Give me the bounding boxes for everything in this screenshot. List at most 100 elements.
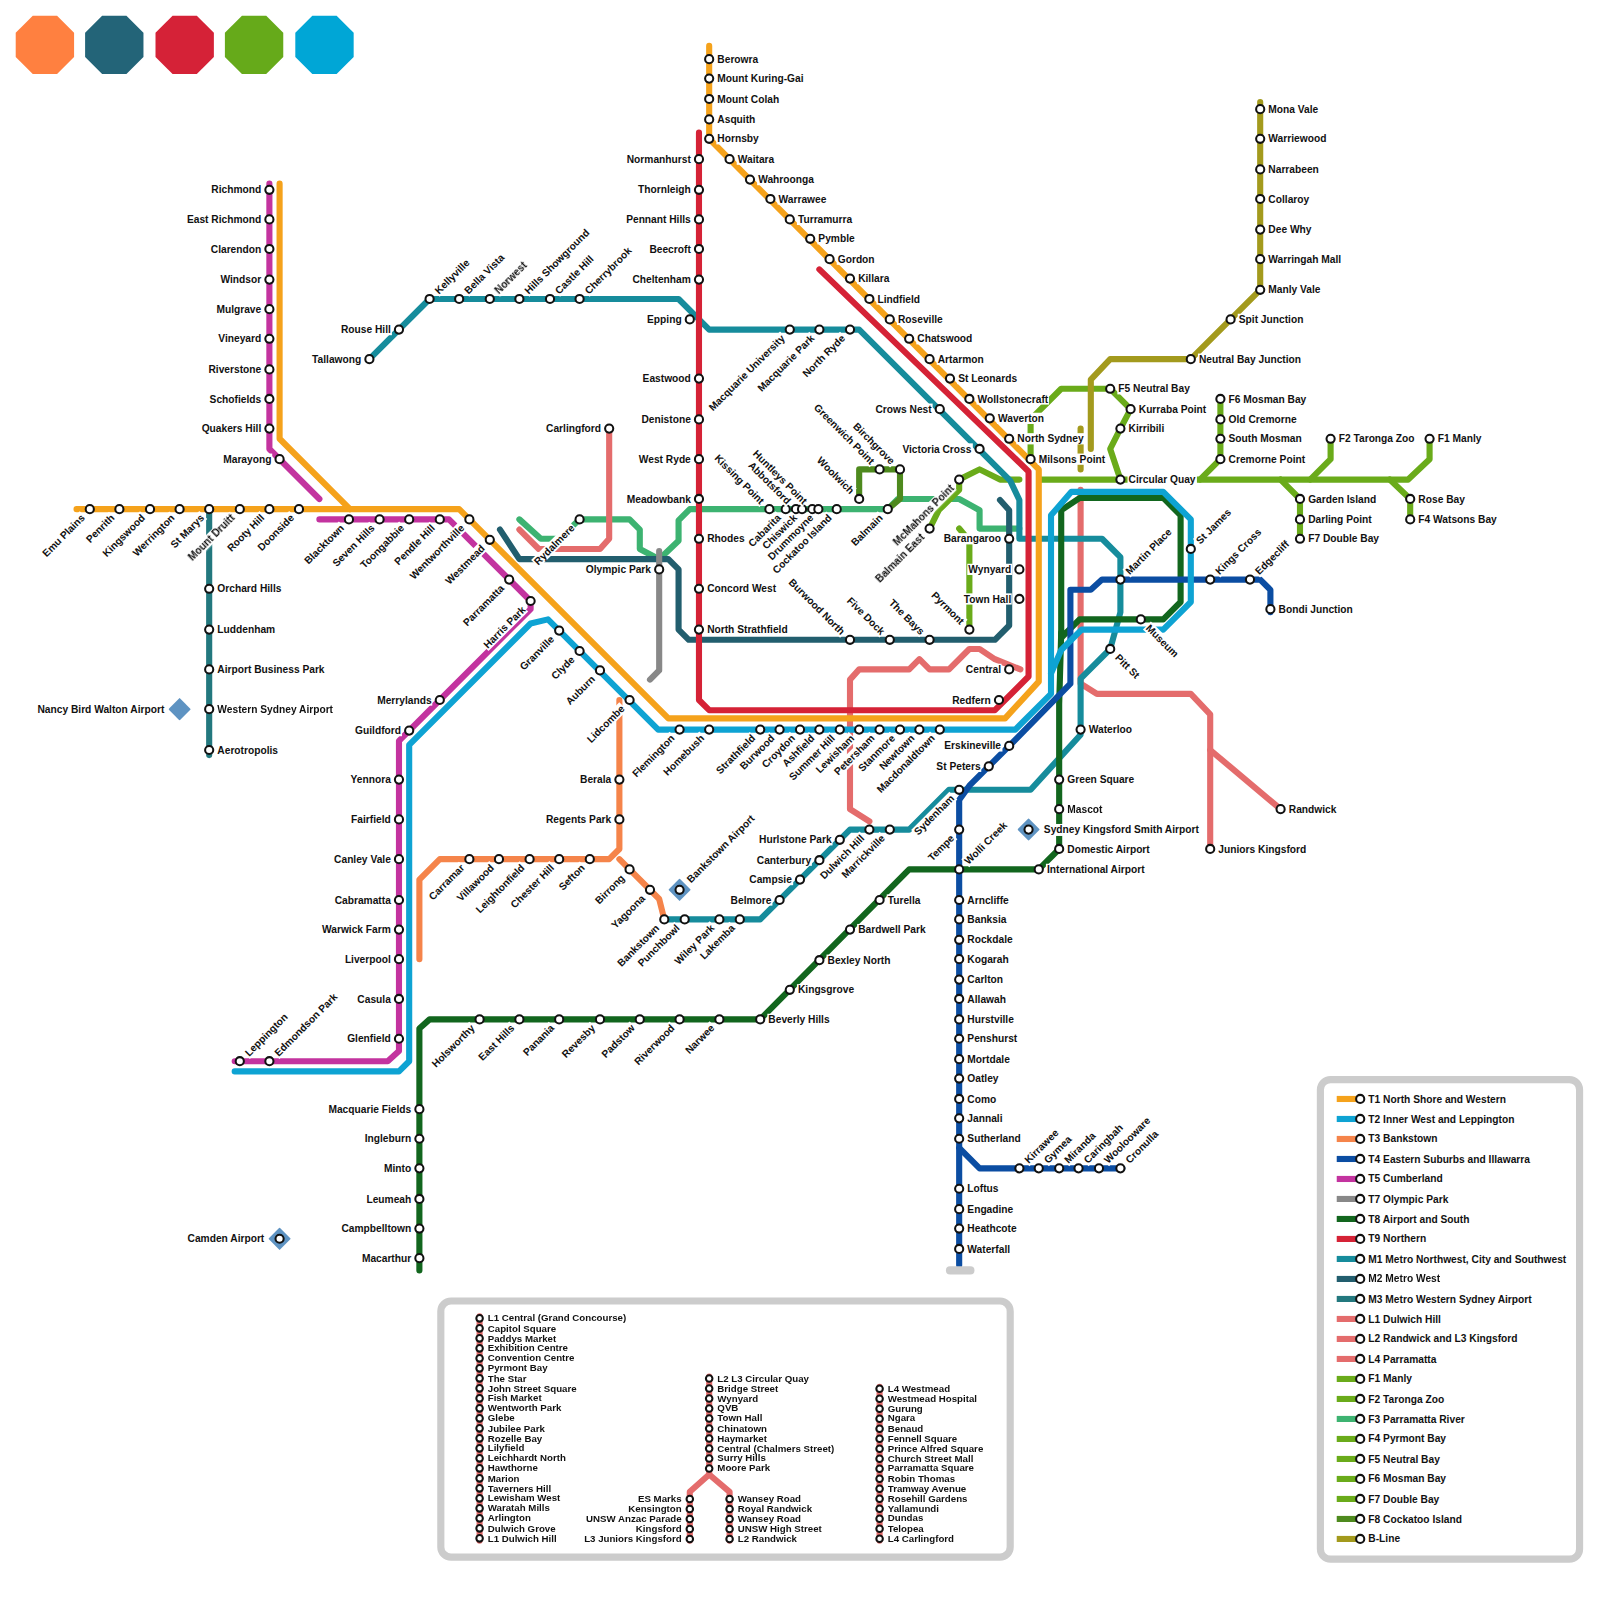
legend-text: F7 Double Bay bbox=[1367, 1493, 1440, 1504]
station-dot bbox=[395, 776, 403, 784]
station-dot bbox=[965, 395, 973, 403]
station-dot bbox=[345, 515, 353, 523]
station-dot bbox=[276, 455, 284, 463]
station-label: Casula bbox=[356, 993, 392, 1004]
station-dot bbox=[876, 1535, 883, 1542]
station-dot bbox=[176, 505, 184, 513]
station-dot bbox=[726, 1526, 733, 1533]
station-dot bbox=[955, 865, 963, 873]
station-dot bbox=[395, 896, 403, 904]
station-label: Holsworthy bbox=[429, 1022, 478, 1071]
station-label: Collaroy bbox=[1267, 193, 1310, 204]
stop-label: Arlington bbox=[488, 1513, 531, 1523]
station-dot bbox=[681, 915, 689, 923]
station-dot bbox=[706, 1455, 713, 1462]
station-dot bbox=[766, 195, 774, 203]
station-label: Riverwood bbox=[631, 1022, 677, 1068]
station-dot bbox=[1055, 1164, 1063, 1172]
station-label: South Mosman bbox=[1228, 433, 1303, 444]
legend-dot bbox=[1356, 1235, 1364, 1243]
panel-frame bbox=[441, 1301, 1010, 1557]
station-label: Balmain bbox=[848, 511, 885, 548]
station-dot bbox=[1024, 826, 1032, 834]
station-dot bbox=[395, 955, 403, 963]
station-label: Roseville bbox=[897, 314, 944, 325]
station-label: Clyde bbox=[548, 653, 577, 682]
legend-text: T5 Cumberland bbox=[1367, 1173, 1443, 1184]
station-dot bbox=[265, 395, 273, 403]
stop-label: UNSW Anzac Parade bbox=[586, 1514, 682, 1524]
station-label: Rhodes bbox=[706, 533, 745, 544]
station-dot bbox=[1266, 605, 1274, 613]
stop-label: Fennell Square bbox=[888, 1434, 957, 1444]
stop-label: Tramway Avenue bbox=[888, 1484, 966, 1494]
station-dot bbox=[476, 1315, 483, 1322]
airport-label: Bankstown Airport bbox=[684, 812, 758, 886]
station-dot bbox=[476, 1325, 483, 1332]
airport-label: Camden Airport bbox=[187, 1233, 266, 1244]
station-dot bbox=[476, 1525, 483, 1532]
station-label: Fairfield bbox=[350, 814, 392, 825]
legend-dot bbox=[1356, 1415, 1364, 1423]
station-label: Vineyard bbox=[217, 333, 262, 344]
station-dot bbox=[876, 1505, 883, 1512]
station-label: Normanhurst bbox=[626, 154, 692, 165]
station-dot bbox=[265, 424, 273, 432]
station-dot bbox=[1005, 665, 1013, 673]
station-dot bbox=[776, 726, 784, 734]
station-label: Rose Bay bbox=[1417, 493, 1466, 504]
station-dot bbox=[395, 815, 403, 823]
station-label: Pyrmont bbox=[929, 589, 968, 628]
station-dot bbox=[505, 576, 513, 584]
station-dot bbox=[706, 1395, 713, 1402]
station-dot bbox=[846, 274, 854, 282]
station-dot bbox=[476, 1445, 483, 1452]
station-dot bbox=[687, 1536, 694, 1543]
station-label: Martin Place bbox=[1123, 526, 1175, 578]
station-dot bbox=[415, 1224, 423, 1232]
station-label: Turramurra bbox=[797, 214, 853, 225]
route-line bbox=[1281, 480, 1300, 539]
station-dot bbox=[886, 826, 894, 834]
station-dot bbox=[1055, 776, 1063, 784]
station-dot bbox=[515, 295, 523, 303]
station-label: Campbelltown bbox=[340, 1223, 412, 1234]
stop-label: Leichhardt North bbox=[488, 1453, 566, 1463]
legend-dot bbox=[1356, 1435, 1364, 1443]
station-label: Concord West bbox=[706, 583, 777, 594]
station-dot bbox=[1127, 405, 1135, 413]
station-dot bbox=[815, 856, 823, 864]
station-dot bbox=[1015, 1164, 1023, 1172]
station-dot bbox=[815, 956, 823, 964]
station-label: Turella bbox=[887, 894, 922, 905]
route-line bbox=[850, 649, 1020, 821]
legend-text: F1 Manly bbox=[1367, 1373, 1413, 1384]
station-dot bbox=[815, 726, 823, 734]
station-dot bbox=[976, 445, 984, 453]
station-label: Arncliffe bbox=[966, 894, 1009, 905]
station-label: Richmond bbox=[210, 184, 262, 195]
station-dot bbox=[1206, 845, 1214, 853]
station-label: Kirribili bbox=[1128, 423, 1166, 434]
station-label: Regents Park bbox=[545, 814, 612, 825]
station-label: Cheltenham bbox=[631, 274, 691, 285]
station-dot bbox=[376, 515, 384, 523]
stop-label: Ngara bbox=[888, 1414, 915, 1424]
station-label: Rockdale bbox=[966, 934, 1013, 945]
station-label: Epping bbox=[646, 314, 683, 325]
station-label: Kogarah bbox=[966, 954, 1009, 965]
station-dot bbox=[415, 1195, 423, 1203]
legend-dot bbox=[1356, 1515, 1364, 1523]
route-line bbox=[77, 46, 1039, 718]
airport-diamond bbox=[268, 1228, 290, 1250]
station-dot bbox=[796, 726, 804, 734]
station-dot bbox=[726, 1516, 733, 1523]
line-badge bbox=[295, 16, 353, 74]
station-label: Birrong bbox=[592, 872, 627, 907]
station-dot bbox=[965, 626, 973, 634]
station-dot bbox=[1055, 845, 1063, 853]
station-label: International Airport bbox=[1046, 864, 1146, 875]
station-dot bbox=[926, 636, 934, 644]
airport-diamond bbox=[1017, 818, 1039, 840]
station-label: Macarthur bbox=[361, 1253, 412, 1264]
